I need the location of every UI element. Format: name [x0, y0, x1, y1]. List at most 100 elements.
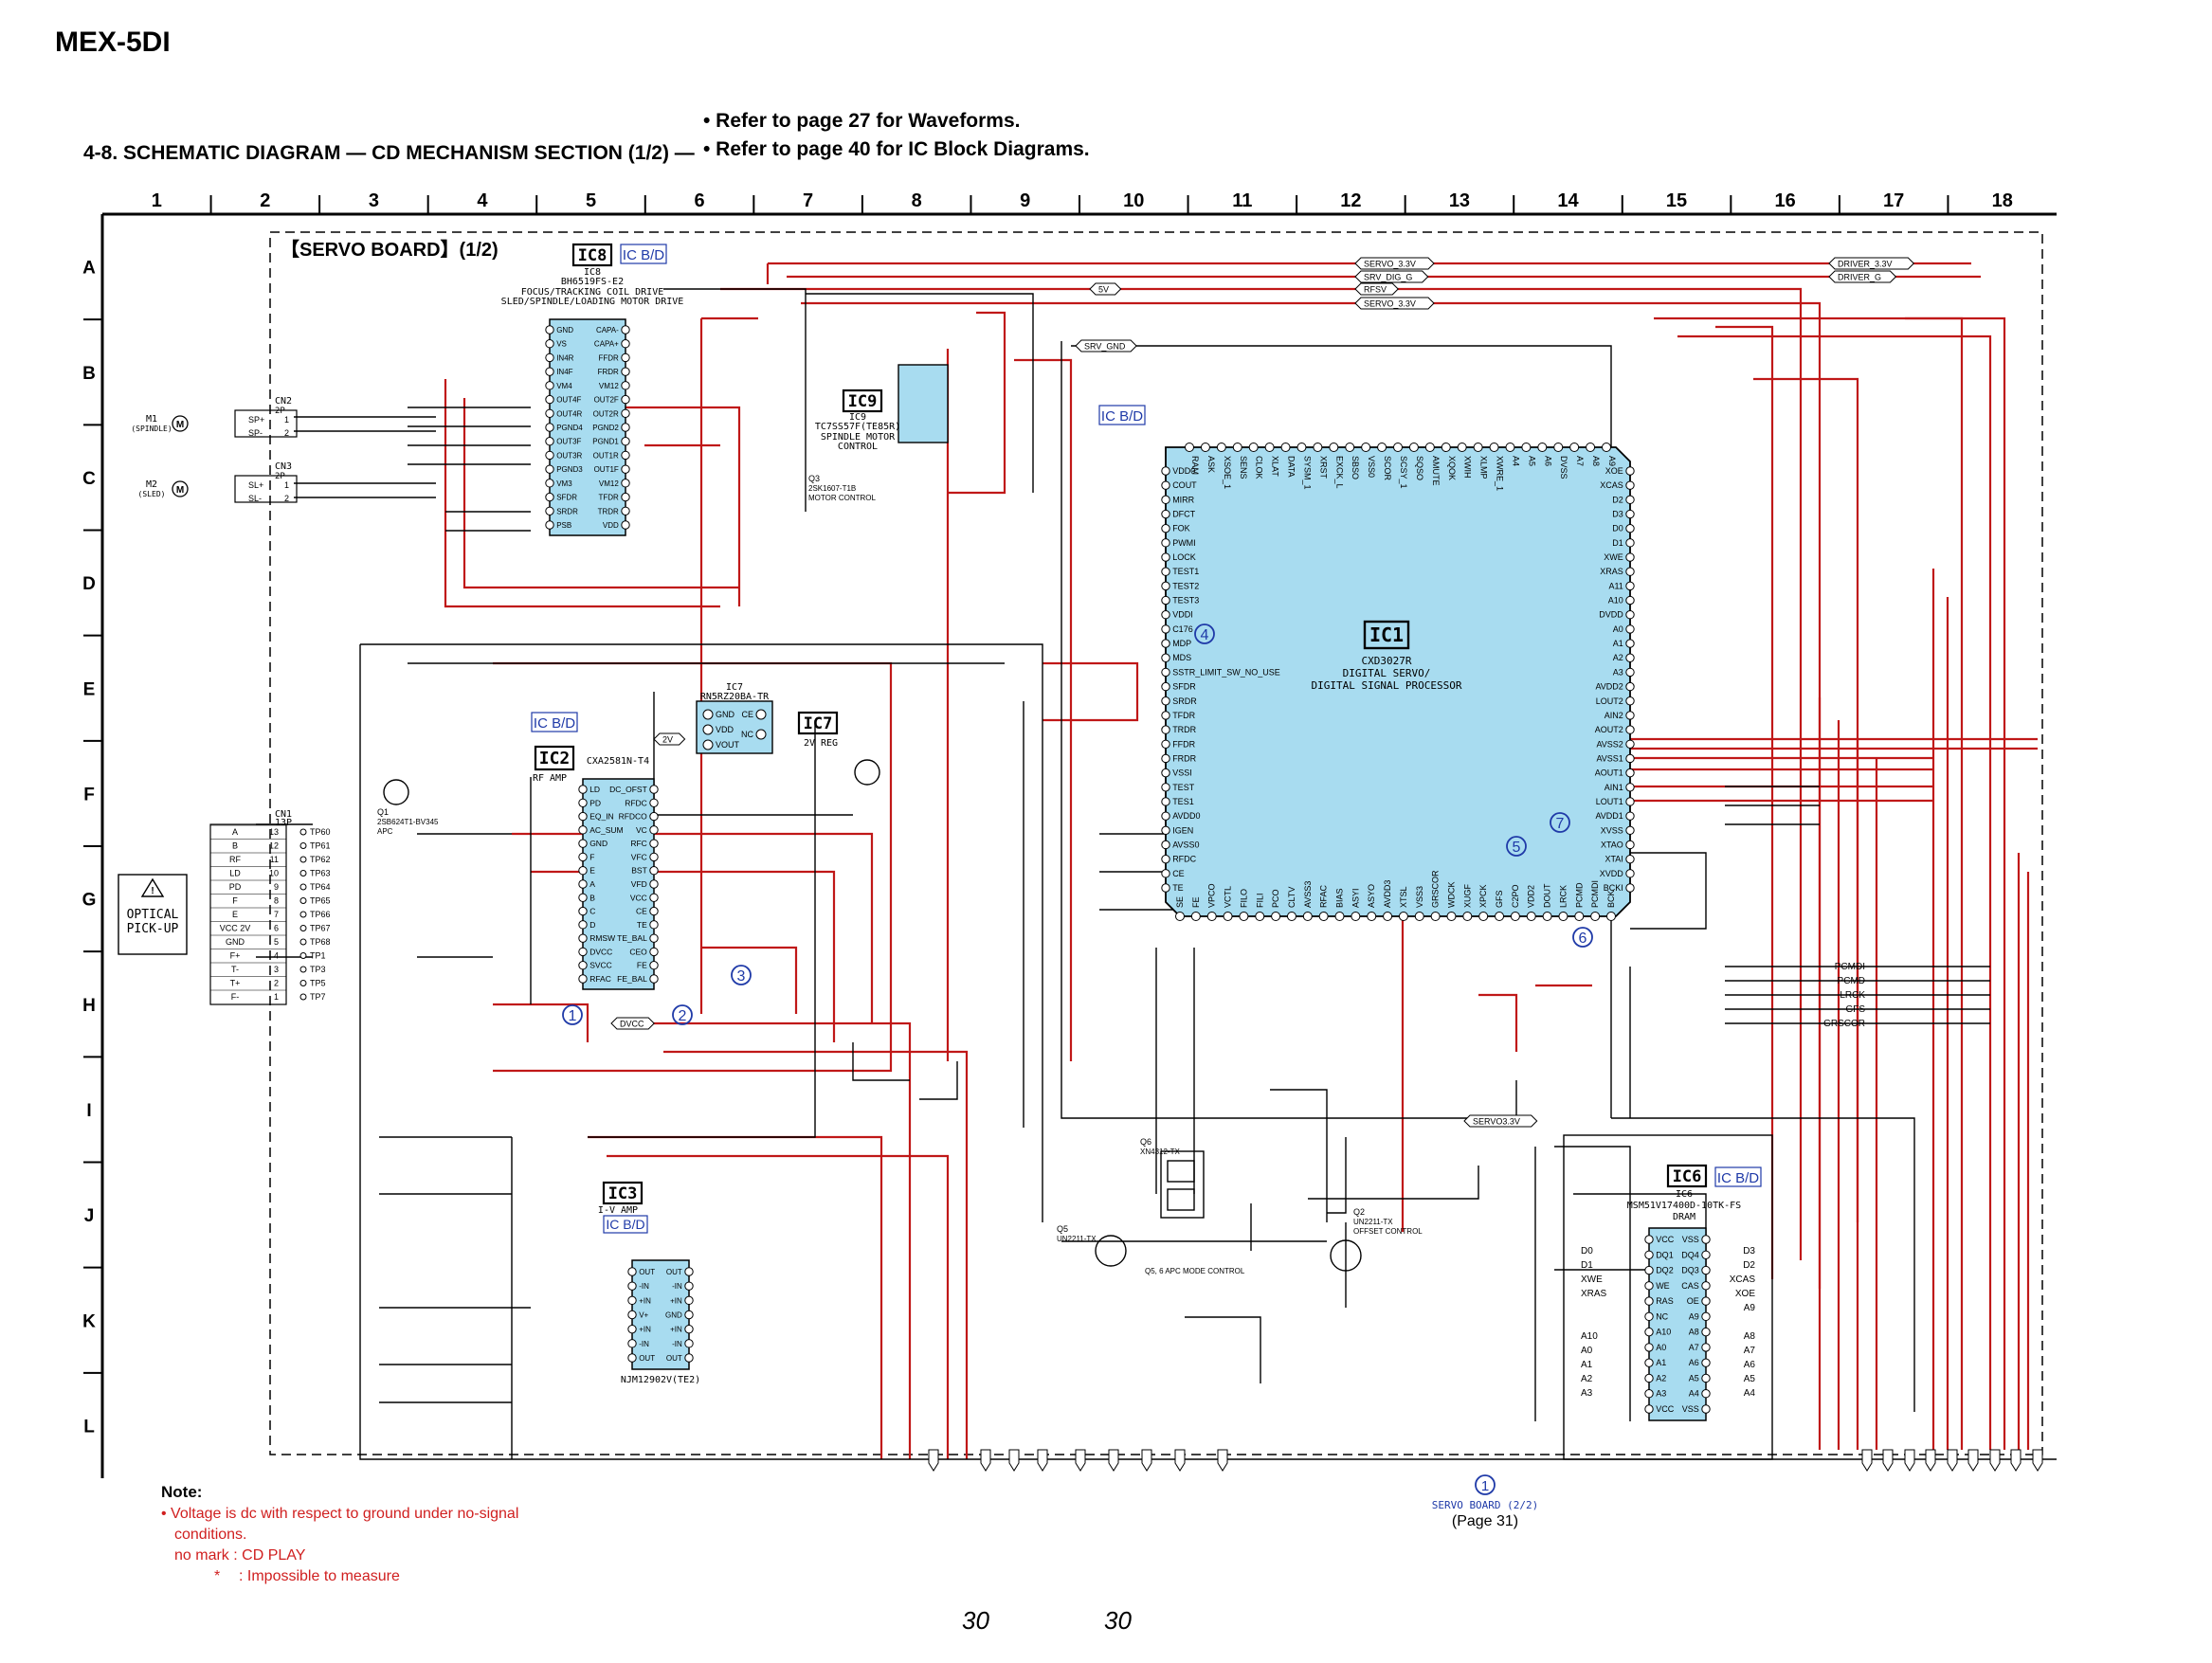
ic1-chip: IC1 CXD3027R DIGITAL SERVO/ DIGITAL SIGN…	[1161, 443, 1635, 921]
ic6-net-right: A7	[1744, 1346, 1756, 1356]
ic3-part: NJM12902V(TE2)	[621, 1375, 700, 1385]
pin-label: RMSW	[589, 933, 615, 943]
pin-label: PCMD	[1574, 882, 1584, 908]
pin	[545, 492, 554, 502]
pin-label: -IN	[672, 1340, 682, 1348]
pin-label: SE	[1175, 896, 1185, 908]
transistor-ref: Q1	[377, 807, 389, 817]
pin	[1542, 912, 1552, 921]
pin	[1161, 567, 1170, 576]
test-point-label: TP5	[310, 979, 326, 988]
pin-label: PGND3	[556, 465, 583, 474]
cn1-signal: GND	[226, 937, 245, 947]
ic1-ref: IC1	[1369, 624, 1404, 646]
model-name: MEX-5DI	[55, 27, 171, 58]
marker-number: 5	[1513, 840, 1521, 856]
pin-label: SRDR	[556, 507, 578, 515]
bottom-arrow	[928, 1449, 939, 1472]
pin-label: -IN	[672, 1282, 682, 1291]
pin-label: BST	[631, 866, 647, 876]
pin-label: SCSY_1	[1399, 456, 1408, 489]
pin-label: LOUT2	[1596, 696, 1623, 706]
output-signal: GFS	[1845, 1004, 1865, 1015]
transistor-desc: OFFSET CONTROL	[1353, 1227, 1423, 1236]
pin	[1271, 912, 1281, 921]
pin-label: FILO	[1239, 889, 1248, 908]
ic6-net-right: D2	[1743, 1260, 1755, 1271]
pin-label: XRST	[1318, 456, 1328, 479]
grid-col-label: 2	[260, 190, 270, 211]
pin-label: LOCK	[1172, 552, 1196, 562]
pin	[621, 479, 630, 488]
pin	[1161, 495, 1170, 505]
pin	[1644, 1343, 1654, 1352]
pin-label: CAPA-	[596, 326, 619, 334]
pin	[578, 852, 588, 862]
cn3-pin-num: 2	[284, 494, 289, 503]
pin-label: A2	[1656, 1373, 1666, 1383]
ic6-bd-label: IC B/D	[1717, 1170, 1759, 1186]
pin-label: RFAC	[1319, 884, 1329, 908]
pin	[1606, 912, 1616, 921]
pin	[1318, 912, 1329, 921]
pin-label: VPCO	[1207, 883, 1217, 908]
pin	[1644, 1250, 1654, 1259]
pin	[1625, 552, 1635, 562]
pin-label: TRDR	[598, 507, 619, 515]
pin-label: OUT4F	[556, 396, 581, 405]
cn1-pin-num: 11	[270, 855, 279, 864]
pin-label: VDD0	[1172, 466, 1195, 476]
test-point-label: TP68	[310, 937, 331, 947]
cn1-signal: F	[232, 896, 238, 906]
cn2-pins: 2P	[275, 407, 285, 416]
rail-label: SERVO_3.3V	[1364, 260, 1416, 269]
pin	[1446, 912, 1457, 921]
test-point-label: TP63	[310, 869, 331, 878]
pin	[1161, 653, 1170, 662]
bottom-arrow	[1947, 1449, 1958, 1472]
pin-label: AVSS2	[1596, 739, 1623, 749]
pin	[649, 920, 659, 930]
pin	[545, 408, 554, 418]
pin-label: SFDR	[1172, 682, 1196, 692]
pin-label: GND	[665, 1311, 682, 1320]
rail-tag	[1354, 270, 1429, 283]
pin	[1286, 912, 1296, 921]
pin	[1644, 1327, 1654, 1337]
pin-label: FRDR	[598, 368, 619, 376]
ic3-bd-box	[603, 1215, 648, 1234]
cn3-pins: 2P	[275, 472, 285, 481]
pin	[1161, 883, 1170, 893]
cn2-ref: CN2	[275, 396, 292, 407]
pin	[545, 479, 554, 488]
ic1-bd-box	[1098, 405, 1146, 425]
note-nomark: no mark : CD PLAY	[174, 1547, 306, 1564]
cn1-pin-num: 7	[274, 910, 279, 919]
pin-label: +IN	[639, 1296, 651, 1305]
svg-text:M: M	[176, 420, 184, 430]
pin	[545, 339, 554, 349]
test-point	[299, 993, 307, 1001]
pin	[1367, 912, 1377, 921]
pin-label: EXCK_L	[1334, 456, 1344, 489]
pin-label: OUT	[639, 1354, 655, 1363]
rail-label: SRV_GND	[1084, 342, 1126, 352]
pin	[621, 464, 630, 474]
ic6-net-right: A6	[1744, 1360, 1756, 1370]
marker-number: 4	[1201, 627, 1209, 643]
pin	[1161, 581, 1170, 591]
pin-label: TFDR	[1172, 711, 1195, 720]
pin-label: AOUT1	[1595, 768, 1623, 778]
ic6-net-left: D1	[1581, 1260, 1593, 1271]
pin-label: PCMDI	[1590, 880, 1600, 908]
pin-label: XTSL	[1399, 886, 1408, 908]
pin	[1351, 912, 1361, 921]
pin-label: XTAO	[1601, 840, 1623, 849]
pin-label: AVSS3	[1303, 881, 1313, 908]
cn1-signal: A	[232, 827, 238, 837]
pin	[1345, 443, 1355, 452]
pin	[1625, 854, 1635, 864]
pin	[1478, 912, 1489, 921]
pin-label: XPCK	[1478, 884, 1488, 908]
